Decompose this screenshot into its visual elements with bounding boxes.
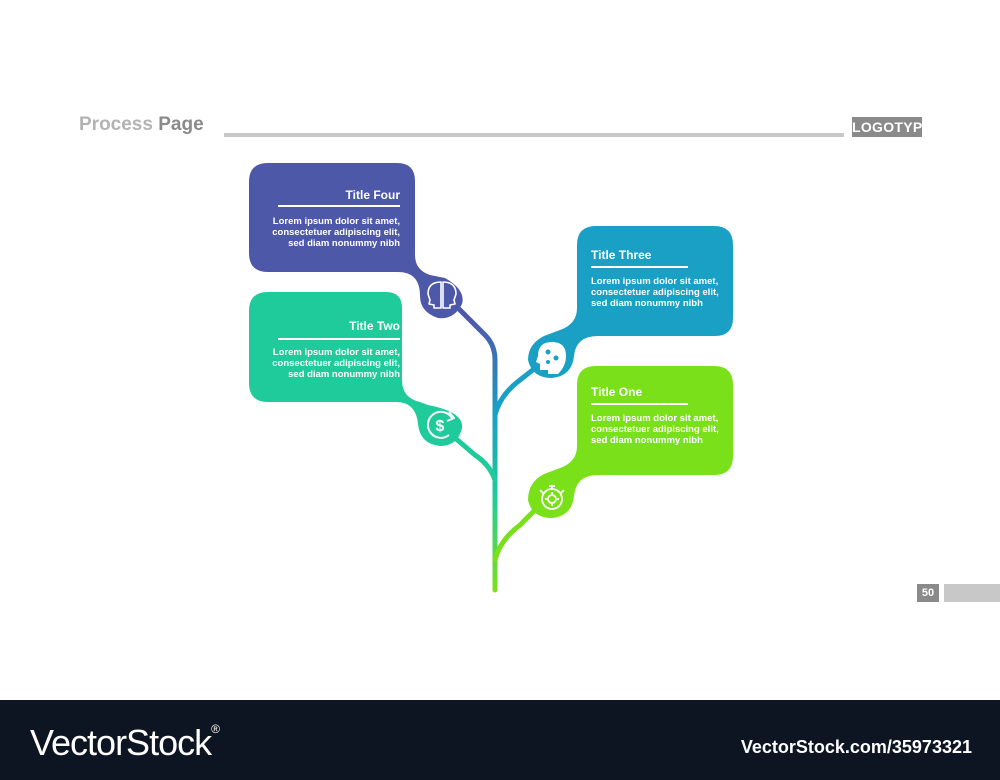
card-three-body-line: Lorem ipsum dolor sit amet, — [591, 276, 719, 287]
card-four-body: Lorem ipsum dolor sit amet, consectetuer… — [260, 216, 400, 249]
branch-three — [492, 355, 551, 418]
card-four-shape — [249, 163, 463, 319]
card-four-body-line: sed diam nonummy nibh — [288, 238, 400, 249]
card-four-body-line: consectetuer adipiscing elit, — [272, 227, 400, 238]
card-three-title: Title Three — [591, 248, 652, 262]
card-one-body-line: sed diam nonummy nibh — [591, 435, 703, 446]
stopwatch-gear-icon — [539, 485, 565, 510]
card-one-title: Title One — [591, 385, 643, 399]
card-two-body-line: sed diam nonummy nibh — [288, 369, 400, 380]
card-three-shape — [528, 226, 733, 378]
card-two-shape — [249, 292, 463, 446]
card-three-body: Lorem ipsum dolor sit amet, consectetuer… — [591, 276, 731, 309]
card-one-body-line: Lorem ipsum dolor sit amet, — [591, 413, 719, 424]
card-four-title: Title Four — [345, 188, 400, 202]
branch-one — [492, 494, 551, 563]
logotype-badge: LOGOTYPE — [852, 117, 933, 137]
tree-diagram: $ — [249, 163, 733, 593]
card-one-body-line: consectetuer adipiscing elit, — [591, 424, 719, 435]
dollar-cycle-icon: $ — [426, 410, 455, 439]
card-three-body-line: consectetuer adipiscing elit, — [591, 287, 719, 298]
page-number-bar — [944, 584, 1000, 602]
branch-two — [437, 422, 498, 483]
footer-image-id: VectorStock.com/35973321 — [740, 737, 972, 757]
footer-bar — [0, 700, 1000, 780]
card-two-body-line: consectetuer adipiscing elit, — [272, 358, 400, 369]
card-four-underline — [278, 205, 400, 207]
header-divider — [224, 133, 844, 137]
card-three-underline — [591, 266, 688, 268]
card-two-title: Title Two — [349, 319, 400, 333]
page-title-process: Process — [79, 114, 159, 135]
registered-mark: ® — [211, 722, 220, 736]
two-heads-icon — [427, 281, 457, 309]
card-one-body: Lorem ipsum dolor sit amet, consectetuer… — [591, 413, 731, 446]
page-title: Process Page — [79, 114, 204, 136]
card-two-underline — [278, 338, 400, 340]
footer-brand-name: VectorStock — [30, 722, 212, 763]
card-one-underline — [591, 403, 688, 405]
puzzle-head-icon — [536, 342, 566, 374]
tree-trunk — [447, 297, 498, 593]
card-two-body: Lorem ipsum dolor sit amet, consectetuer… — [260, 347, 400, 380]
page-number: 50 — [917, 584, 939, 602]
card-two-body-line: Lorem ipsum dolor sit amet, — [272, 347, 400, 358]
page-title-page: Page — [158, 114, 204, 135]
card-four-body-line: Lorem ipsum dolor sit amet, — [272, 216, 400, 227]
svg-text:$: $ — [436, 418, 445, 435]
card-three-body-line: sed diam nonummy nibh — [591, 298, 703, 309]
footer-brand: VectorStock® — [30, 722, 220, 764]
